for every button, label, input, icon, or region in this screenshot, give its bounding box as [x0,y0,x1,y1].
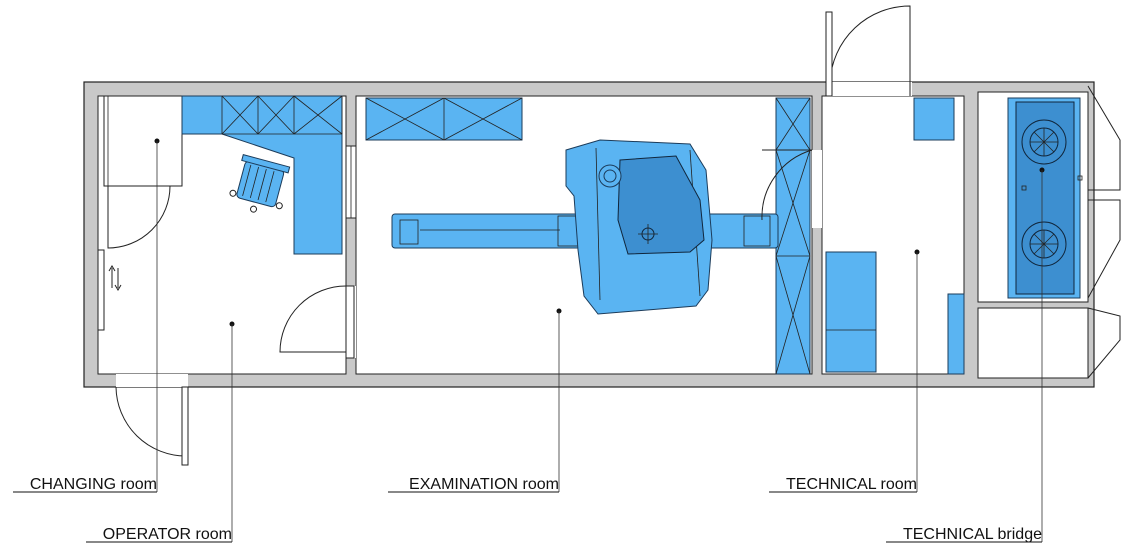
operator-chair [229,154,291,213]
technical-room-exterior-door[interactable] [829,5,911,96]
fan-icon [1021,221,1067,267]
technical-bridge-label: TECHNICAL bridge [903,526,1042,543]
examination-room-label: EXAMINATION room [409,476,559,493]
examination-room-door[interactable] [279,285,347,353]
technical-cabinet-narrow [947,293,965,375]
entrance-sliding-door[interactable] [97,249,105,331]
exam-cabinet-crosses [365,97,523,141]
technical-bridge-door-middle[interactable] [1087,199,1121,299]
technical-bridge-door-lower[interactable] [1087,307,1121,379]
entrance-door-gap [116,374,188,387]
technical-room-exterior-door-leaf [825,11,833,97]
technical-bridge-lower-floor [977,307,1089,379]
scanner-unit [391,139,779,315]
scanner-bore-cover [617,155,705,255]
operator-console-crosses [221,95,343,135]
examination-room-door-leaf [345,285,355,359]
fan-icon [1021,119,1067,165]
changing-room-door[interactable] [107,185,171,249]
technical-cabinet-large [825,251,877,373]
tech-top-door-gap [826,82,912,96]
changing-room-partition [103,96,183,187]
exam-cabinet-column [775,97,811,375]
entrance-door[interactable] [115,386,187,457]
entrance-door-leaf [181,386,189,466]
operator-room-label: OPERATOR room [103,526,232,543]
tech-door-gap [812,150,822,228]
technical-room-door[interactable] [761,149,813,221]
changing-room-label: CHANGING room [30,476,157,493]
technical-room-label: TECHNICAL room [786,476,917,493]
technical-bridge-door-upper[interactable] [1087,85,1121,191]
scanner-fan-icon [598,164,622,188]
technical-cabinet-small [913,97,955,141]
sliding-arrows-icon [108,265,122,291]
